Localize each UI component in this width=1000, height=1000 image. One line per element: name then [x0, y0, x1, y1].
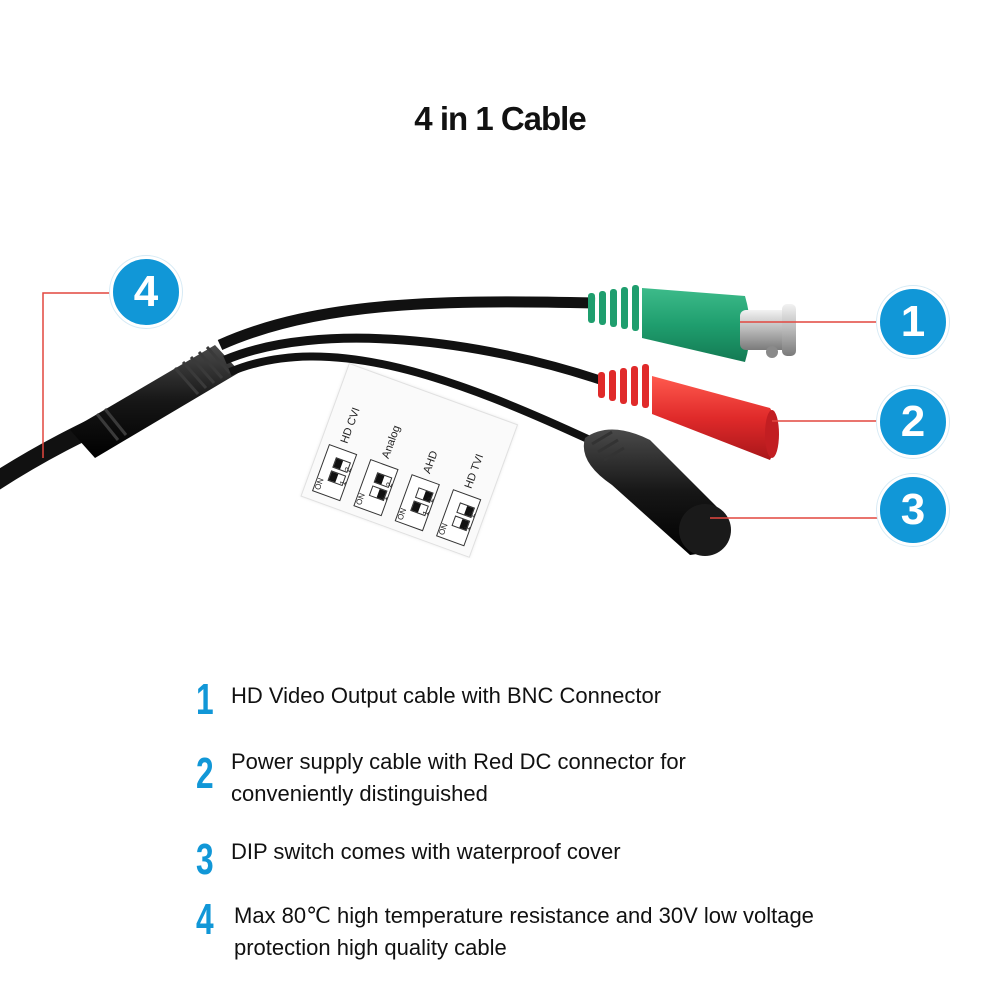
- dip-mode-name: Analog: [379, 423, 403, 461]
- feature-number: 4: [196, 895, 214, 944]
- dip-switch-cover: [583, 429, 731, 556]
- dip-on-label: ON: [395, 506, 409, 522]
- feature-text: Power supply cable with Red DC connector…: [231, 749, 686, 806]
- dip-mode-name: AHD: [421, 449, 441, 476]
- feature-text: HD Video Output cable with BNC Connector: [231, 683, 662, 708]
- dip-on-label: ON: [437, 522, 450, 537]
- dip-mode-name: HD CVI: [338, 406, 363, 446]
- dip-on-label: ON: [312, 476, 326, 492]
- dip-on-label: ON: [354, 491, 367, 507]
- feature-number: 1: [196, 675, 214, 724]
- feature-text: DIP switch comes with waterproof cover: [231, 839, 621, 864]
- red-dc-connector: [598, 364, 779, 460]
- feature-number: 2: [196, 749, 214, 798]
- power-cable: [223, 333, 602, 385]
- bnc-connector: [588, 285, 796, 362]
- page-title: 4 in 1 Cable: [414, 100, 586, 137]
- cable-photo: [0, 285, 880, 556]
- feature-text: Max 80℃ high temperature resistance and …: [234, 903, 814, 960]
- callout-line-4: [42, 292, 112, 458]
- feature-number: 3: [196, 835, 214, 884]
- cable-junction: [70, 345, 240, 458]
- callout-badge-3: 3: [877, 474, 949, 546]
- video-cable: [217, 296, 596, 351]
- callout-badge-4: 4: [110, 256, 182, 328]
- dip-mode-name: HD TVI: [462, 452, 487, 491]
- callout-badge-2: 2: [877, 386, 949, 458]
- callout-badge-1: 1: [877, 286, 949, 358]
- dip-cable: [228, 352, 592, 444]
